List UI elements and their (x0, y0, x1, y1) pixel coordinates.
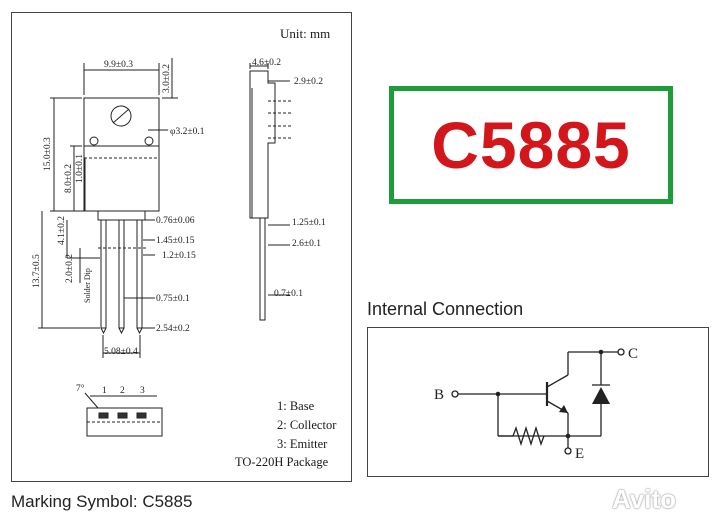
terminal-b-label: B (434, 387, 444, 403)
pin-number: 3 (140, 386, 145, 396)
angle-label: 7° (76, 383, 85, 394)
package-label: TO-220H Package (235, 455, 329, 469)
dim-label: 1.0±0.1 (75, 154, 85, 183)
dim-label: 4.1±0.2 (57, 216, 67, 245)
dim-label: 3.0±0.2 (162, 64, 172, 93)
dim-label: 13.7±0.5 (32, 254, 42, 288)
dim-label: 2.54±0.2 (156, 324, 190, 334)
pin-number: 2 (120, 386, 125, 396)
dim-label: 0.75±0.1 (156, 294, 190, 304)
marking-symbol: Marking Symbol: C5885 (11, 492, 193, 511)
dim-label: 0.7±0.1 (274, 289, 303, 299)
pin-legend-collector: 2: Collector (277, 418, 337, 432)
dim-label: 0.76±0.06 (156, 216, 195, 226)
dim-label: 4.6±0.2 (252, 58, 281, 68)
dim-label: 5.08±0.4 (104, 347, 138, 357)
terminal-e-label: E (575, 446, 584, 462)
package-outline-panel: 9.9±0.3 3.0±0.2 φ3.2±0.1 15.0±0.3 8.0±0.… (11, 12, 352, 482)
schematic: B C E (434, 346, 638, 462)
dim-label: 1.45±0.15 (156, 236, 195, 246)
dim-label: 8.0±0.2 (64, 164, 74, 193)
dim-label: 1.25±0.1 (292, 218, 326, 228)
dim-label: 2.6±0.1 (292, 239, 321, 249)
dim-label: 15.0±0.3 (43, 137, 53, 171)
pin-legend-base: 1: Base (277, 399, 315, 413)
terminal-c-label: C (628, 346, 638, 362)
pin-legend: 1: Base 2: Collector 3: Emitter (277, 397, 336, 454)
internal-connection-diagram: B C E (367, 327, 709, 477)
part-number-label: C5885 (431, 108, 631, 182)
dim-label: 9.9±0.3 (104, 60, 133, 70)
part-number-box: C5885 (389, 86, 673, 204)
dim-label: Solder Dip (83, 268, 92, 303)
dim-label: 2.9±0.2 (294, 77, 323, 87)
avito-watermark: Avito (612, 484, 677, 514)
unit-label: Unit: mm (280, 26, 331, 41)
dim-label: 2.0±0.2 (65, 254, 75, 283)
internal-connection-title: Internal Connection (367, 299, 524, 319)
dim-label: 1.2±0.15 (162, 251, 196, 261)
pin-legend-emitter: 3: Emitter (277, 437, 328, 451)
pin-number: 1 (102, 386, 107, 396)
package-outline-drawing: 9.9±0.3 3.0±0.2 φ3.2±0.1 15.0±0.3 8.0±0.… (32, 58, 326, 437)
dim-label: φ3.2±0.1 (170, 127, 205, 137)
